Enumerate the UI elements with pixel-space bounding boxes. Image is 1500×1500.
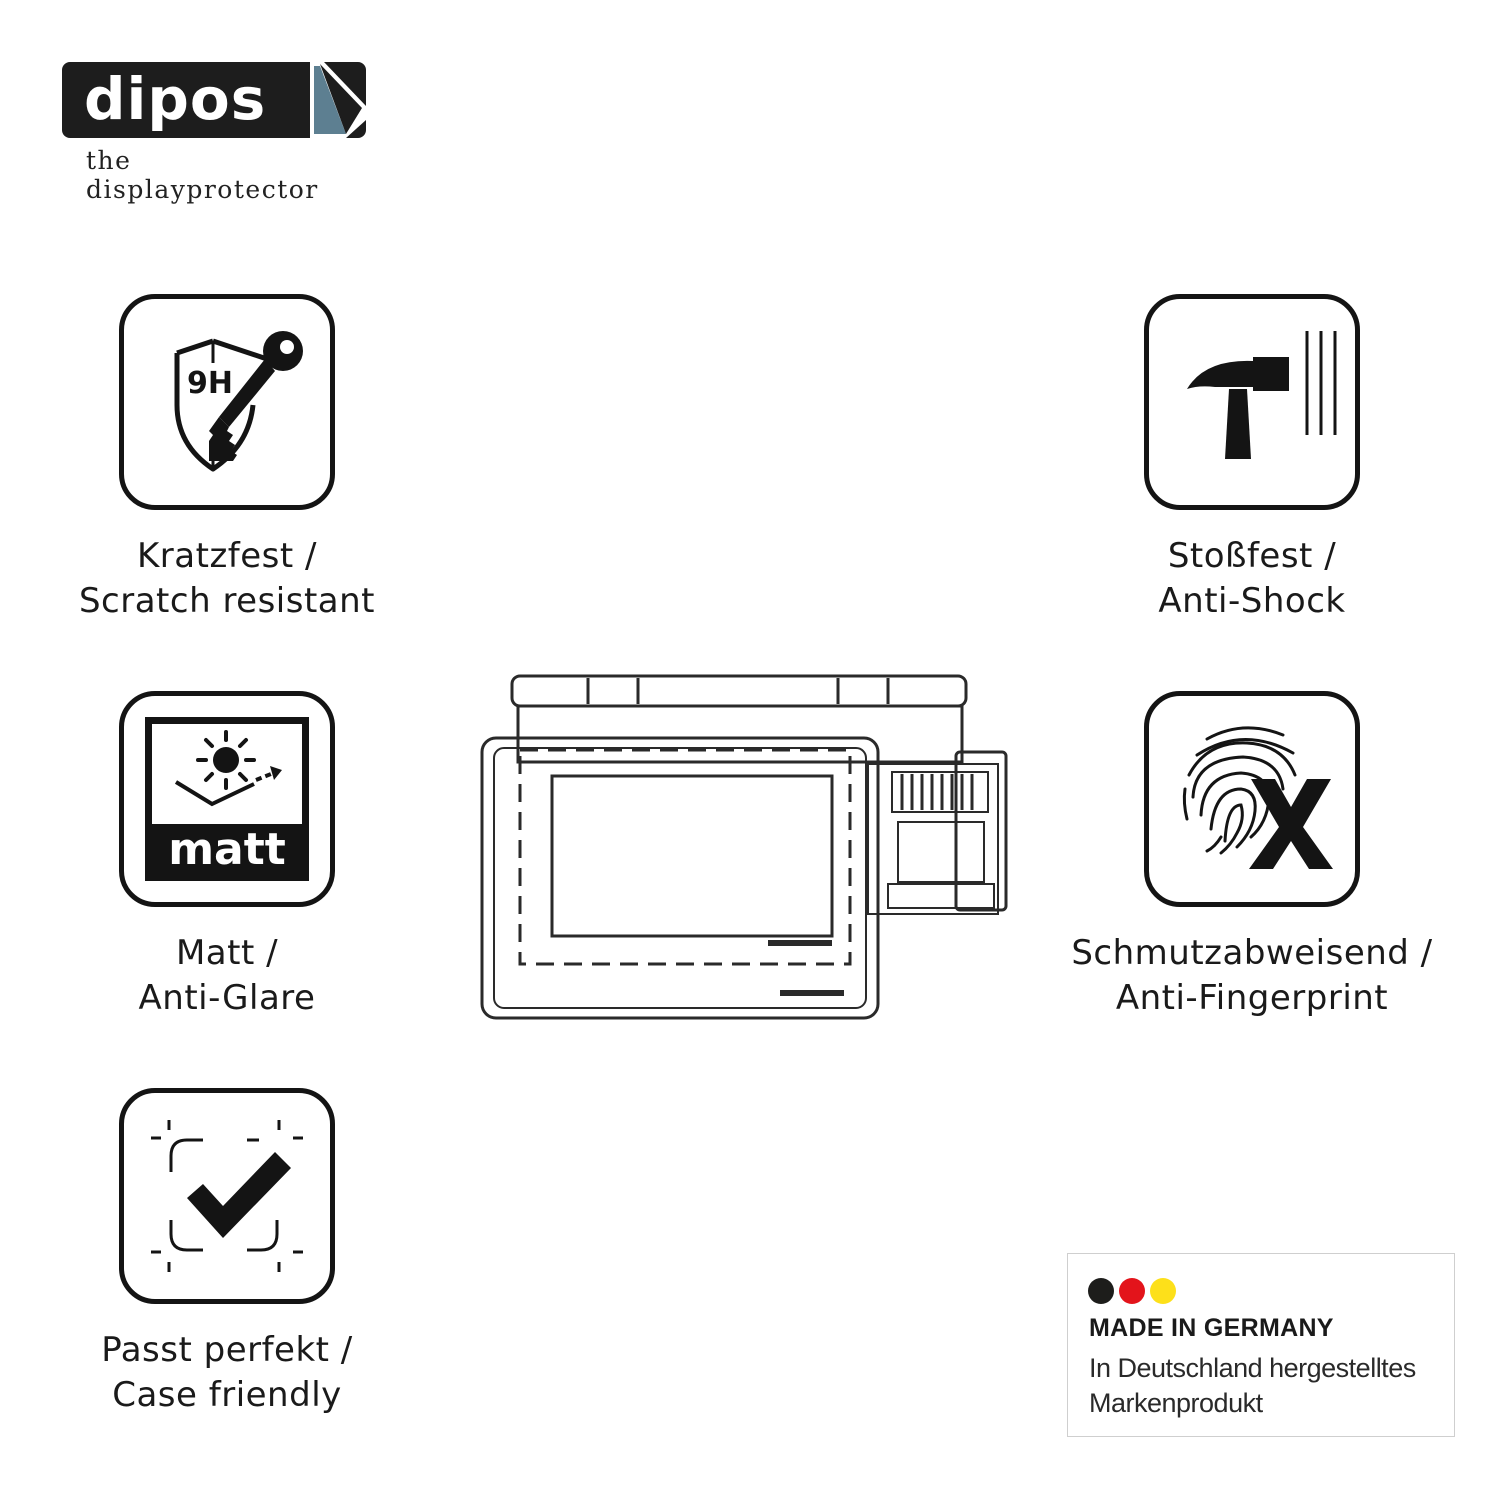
- feature-label-en: Anti-Shock: [1158, 581, 1346, 621]
- device-scale-illustration: [480, 674, 1008, 1020]
- feature-anti-fingerprint: Schmutzabweisend / Anti-Fingerprint: [1052, 691, 1452, 1021]
- feature-label-en: Scratch resistant: [78, 581, 376, 621]
- feature-label: Schmutzabweisend / Anti-Fingerprint: [1052, 931, 1452, 1021]
- made-in-germany-badge: MADE IN GERMANY In Deutschland hergestel…: [1067, 1253, 1455, 1437]
- made-in-title: MADE IN GERMANY: [1089, 1314, 1334, 1342]
- fingerprint-x-icon: [1182, 726, 1333, 869]
- german-flag-dots: [1088, 1278, 1176, 1304]
- feature-label-en: Anti-Glare: [138, 978, 316, 1018]
- made-in-line1: In Deutschland hergestelltes: [1089, 1353, 1416, 1383]
- feature-icon-frame: [119, 1088, 335, 1304]
- feature-scratch-resistant: 9H Kratzfest / Scratch resistant: [27, 294, 427, 624]
- feature-label-de: Passt perfekt /: [101, 1330, 353, 1370]
- feature-label: Stoßfest / Anti-Shock: [1052, 534, 1452, 624]
- feature-label: Passt perfekt / Case friendly: [27, 1328, 427, 1418]
- flag-dot-gold: [1150, 1278, 1176, 1304]
- feature-label-en: Case friendly: [112, 1375, 342, 1415]
- feature-label-de: Schmutzabweisend /: [1071, 933, 1433, 973]
- feature-label-en: Anti-Fingerprint: [1115, 978, 1389, 1018]
- feature-icon-frame: [1144, 294, 1360, 510]
- logo-wordmark: dipos: [84, 65, 267, 133]
- case-friendly-check-icon: [151, 1120, 303, 1272]
- feature-icon-frame: [1144, 691, 1360, 907]
- feature-icon-frame: 9H: [119, 294, 335, 510]
- hammer-icon: [1187, 331, 1337, 459]
- feature-label: Matt / Anti-Glare: [27, 931, 427, 1021]
- brand-logo: dipos the displayprotector: [62, 62, 372, 204]
- flag-dot-red: [1119, 1278, 1145, 1304]
- feature-anti-shock: Stoßfest / Anti-Shock: [1052, 294, 1452, 624]
- feature-label-de: Matt /: [175, 933, 279, 973]
- feature-label: Kratzfest / Scratch resistant: [27, 534, 427, 624]
- sun-matt-icon: matt: [145, 717, 309, 881]
- shield-key-icon: 9H: [174, 331, 303, 472]
- hardness-label: 9H: [187, 366, 233, 401]
- made-in-subtitle: In Deutschland hergestelltes Markenprodu…: [1089, 1351, 1416, 1421]
- feature-anti-glare: matt Matt / Anti-Glare: [27, 691, 427, 1021]
- feature-label-de: Kratzfest /: [137, 536, 317, 576]
- made-in-line2: Markenprodukt: [1089, 1388, 1263, 1418]
- matt-label: matt: [168, 824, 286, 875]
- feature-case-friendly: Passt perfekt / Case friendly: [27, 1088, 427, 1418]
- flag-dot-black: [1088, 1278, 1114, 1304]
- peel-corner-icon: [310, 62, 366, 138]
- brand-tagline: the displayprotector: [86, 146, 319, 204]
- feature-label-de: Stoßfest /: [1167, 536, 1337, 576]
- feature-icon-frame: matt: [119, 691, 335, 907]
